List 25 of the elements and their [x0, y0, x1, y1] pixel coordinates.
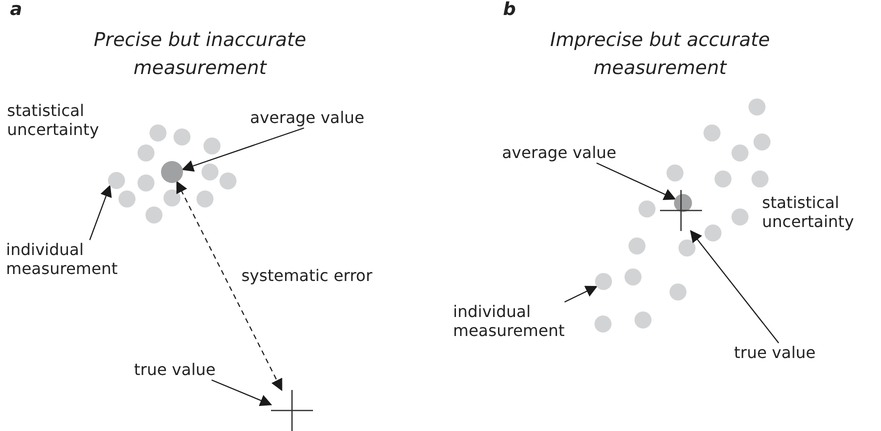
callout-text: average value — [502, 143, 648, 163]
leader-arrow — [564, 286, 598, 302]
average-dot — [161, 161, 183, 183]
callout-text: true value — [734, 343, 838, 363]
callout-text: average value — [250, 108, 418, 128]
annotation-text: statistical uncertainty — [7, 101, 100, 139]
edge-label: systematic error — [241, 266, 372, 285]
panel-title: Precise but inaccurate measurement — [92, 28, 308, 81]
cross-marker — [271, 390, 313, 431]
cross-marker — [660, 190, 702, 231]
leader-arrow — [596, 162, 676, 200]
dashed-arrow — [176, 180, 282, 392]
panel-letter: a — [10, 0, 24, 19]
leader-arrow — [211, 380, 272, 406]
leader-arrow — [690, 230, 780, 344]
panel-letter: b — [503, 0, 517, 19]
callout-text: individual measurement — [6, 240, 156, 280]
panel-title: Imprecise but accurate measurement — [549, 28, 771, 81]
measurement-dot — [594, 272, 612, 290]
measurement-dot — [108, 172, 124, 188]
annotation-text: statistical uncertainty — [762, 193, 855, 231]
leader-arrow — [182, 127, 304, 172]
leader-arrow — [89, 184, 112, 240]
callout-text: individual measurement — [453, 302, 603, 342]
callout-text: true value — [134, 360, 238, 380]
